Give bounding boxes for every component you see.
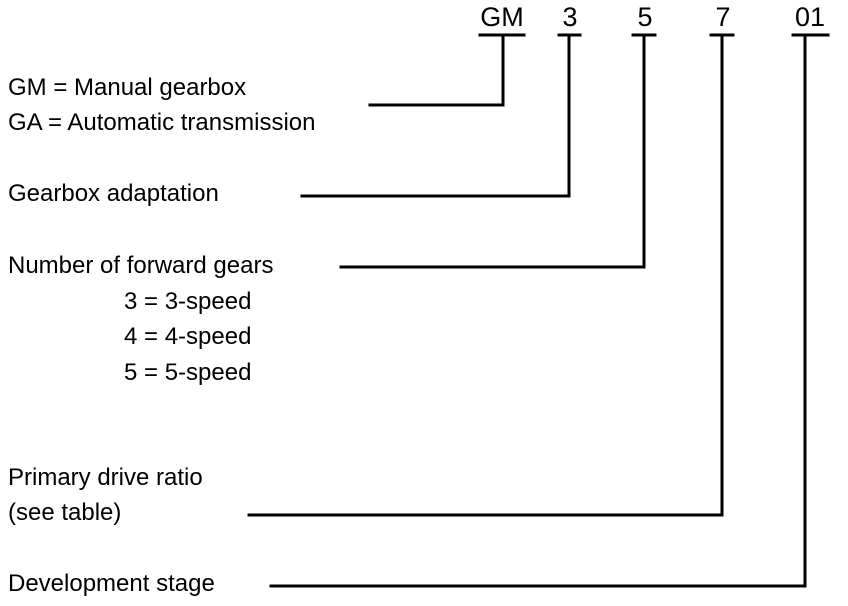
label-forward-gears: Number of forward gears (8, 252, 274, 279)
label-primary-drive-ratio: Primary drive ratio (8, 464, 203, 491)
code-development-stage: 01 (794, 2, 826, 32)
connector-forward-gears (339, 33, 646, 269)
label-automatic-transmission: GA = Automatic transmission (8, 109, 316, 136)
code-adaptation: 3 (562, 2, 578, 32)
connector-adaptation (300, 33, 571, 198)
connector-drive-ratio (247, 33, 724, 517)
option-3-speed: 3 = 3-speed (124, 288, 252, 315)
code-drive-ratio: 7 (715, 2, 731, 32)
code-gearbox-type: GM (480, 2, 524, 32)
connector-gearbox-type (368, 33, 505, 107)
label-manual-gearbox: GM = Manual gearbox (8, 74, 247, 101)
connector-development-stage (269, 33, 807, 588)
code-forward-gears: 5 (637, 2, 653, 32)
option-4-speed: 4 = 4-speed (124, 323, 252, 350)
label-development-stage: Development stage (8, 570, 215, 597)
label-gearbox-adaptation: Gearbox adaptation (8, 180, 219, 207)
label-see-table: (see table) (8, 499, 122, 526)
option-5-speed: 5 = 5-speed (124, 359, 252, 386)
